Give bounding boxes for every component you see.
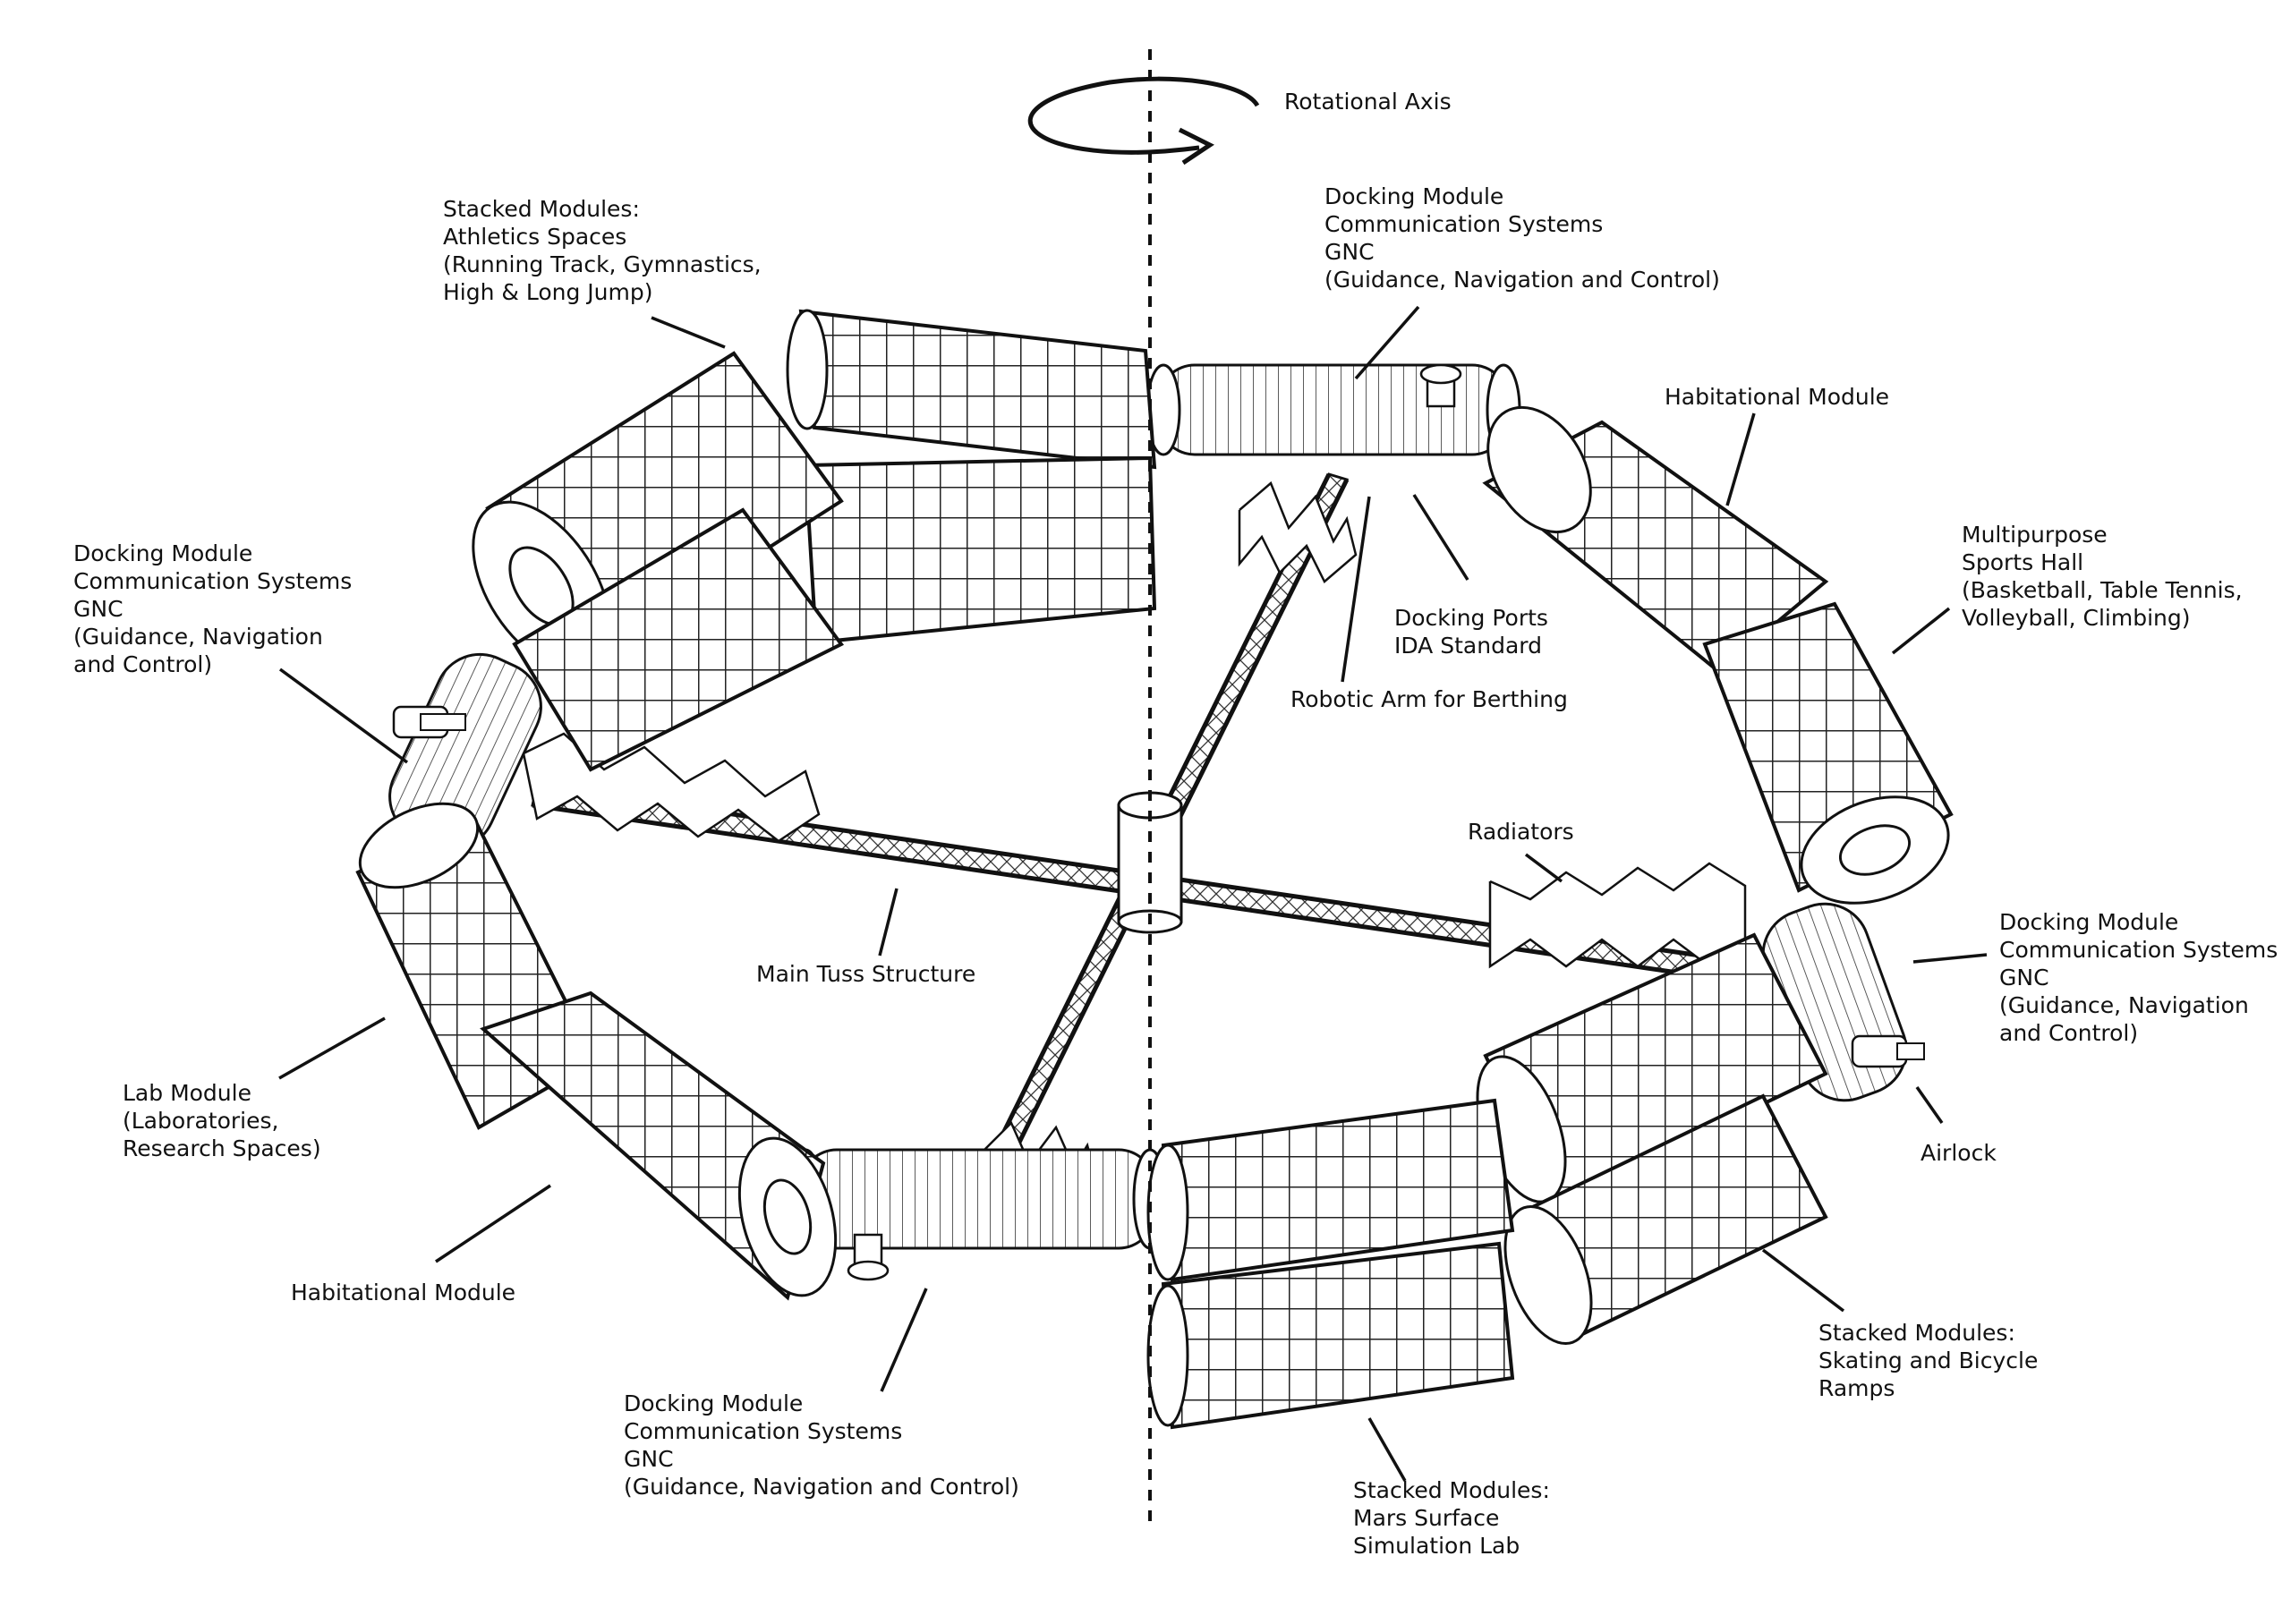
label-line: and Control): [1999, 1020, 2139, 1046]
module-athletics-upper-right: [786, 309, 1157, 470]
label-line: IDA Standard: [1394, 633, 1542, 659]
leader-mars-lab: [1367, 1417, 1407, 1482]
leader-docking-top: [1354, 305, 1420, 380]
label-line: (Guidance, Navigation and Control): [624, 1474, 1019, 1500]
radiator-top-left: [522, 732, 821, 843]
leader-main-truss: [878, 888, 899, 957]
label-line: Volleyball, Climbing): [1962, 605, 2191, 631]
module-habitational-left: [480, 991, 838, 1301]
label-line: GNC: [73, 596, 123, 622]
rotation-arrow-icon: [1027, 76, 1260, 166]
leader-athletics: [651, 316, 726, 349]
label-line: Lab Module: [123, 1080, 251, 1106]
label-line: Communication Systems: [1999, 937, 2278, 963]
label-line: Simulation Lab: [1353, 1533, 1520, 1559]
label-line: Docking Module: [1324, 183, 1504, 209]
label-line: Rotational Axis: [1284, 89, 1452, 115]
docking-module-bottom: [788, 1148, 1168, 1281]
module-mars-lab-lower: [1146, 1241, 1515, 1430]
label-line: Sports Hall: [1962, 549, 2084, 575]
label-main-truss: Main Tuss Structure: [756, 960, 975, 988]
module-athletics-lower-left: [512, 507, 845, 772]
label-line: High & Long Jump): [443, 279, 653, 305]
label-rotational-axis: Rotational Axis: [1284, 88, 1452, 115]
label-line: (Laboratories,: [123, 1108, 279, 1134]
label-line: Stacked Modules:: [1818, 1320, 2015, 1346]
label-line: Multipurpose: [1962, 522, 2108, 548]
label-line: GNC: [1324, 239, 1375, 265]
label-line: Athletics Spaces: [443, 224, 627, 250]
label-habitational-module-left: Habitational Module: [291, 1279, 515, 1306]
module-sports-hall: [1702, 601, 1954, 905]
label-line: Ramps: [1818, 1375, 1895, 1401]
label-line: GNC: [624, 1446, 674, 1472]
leader-skating: [1761, 1248, 1845, 1313]
leader-docking-left: [278, 667, 409, 764]
label-athletics-spaces: Stacked Modules:Athletics Spaces(Running…: [443, 195, 762, 306]
label-line: Airlock: [1921, 1140, 1997, 1166]
docking-module-top: [1146, 363, 1521, 456]
label-robotic-arm: Robotic Arm for Berthing: [1290, 685, 1568, 713]
label-line: Main Tuss Structure: [756, 961, 976, 987]
docking-module-left: [388, 652, 542, 851]
module-mars-lab-upper: [1146, 1098, 1515, 1282]
leader-habitational-left: [435, 1184, 551, 1263]
label-line: Stacked Modules:: [443, 196, 640, 222]
label-line: Communication Systems: [1324, 211, 1604, 237]
label-line: (Guidance, Navigation and Control): [1324, 267, 1720, 293]
label-radiators: Radiators: [1468, 818, 1574, 846]
label-line: Communication Systems: [73, 568, 353, 594]
leader-docking-bottom: [880, 1288, 928, 1392]
label-line: and Control): [73, 651, 213, 677]
label-line: Communication Systems: [624, 1418, 903, 1444]
leader-airlock: [1915, 1085, 1944, 1125]
radiator-top-right: [1238, 480, 1358, 583]
leader-sports-hall: [1891, 607, 1951, 655]
leader-docking-right: [1912, 953, 1988, 964]
label-line: (Guidance, Navigation: [73, 624, 323, 650]
label-line: Skating and Bicycle: [1818, 1348, 2039, 1373]
label-line: Stacked Modules:: [1353, 1477, 1550, 1503]
module-habitational-right: [1482, 405, 1829, 674]
label-airlock: Airlock: [1921, 1139, 1997, 1167]
label-line: Docking Module: [73, 540, 253, 566]
leader-habitational-right: [1725, 412, 1756, 506]
label-line: (Running Track, Gymnastics,: [443, 251, 762, 277]
label-line: Mars Surface: [1353, 1505, 1500, 1531]
label-line: GNC: [1999, 965, 2049, 991]
leader-lines: [278, 305, 1988, 1482]
label-line: Docking Module: [1999, 909, 2179, 935]
leader-docking-ports: [1412, 494, 1469, 581]
label-line: Research Spaces): [123, 1135, 321, 1161]
label-line: Habitational Module: [1665, 384, 1890, 410]
label-line: (Basketball, Table Tennis,: [1962, 577, 2243, 603]
label-line: Robotic Arm for Berthing: [1290, 686, 1568, 712]
leader-robotic-arm: [1341, 496, 1371, 683]
label-line: Radiators: [1468, 819, 1574, 845]
label-line: (Guidance, Navigation: [1999, 992, 2249, 1018]
module-skating-lower: [1503, 1093, 1828, 1346]
module-athletics-lower-right: [803, 455, 1157, 645]
module-athletics-upper-left: [472, 351, 844, 672]
label-line: Habitational Module: [291, 1280, 516, 1305]
leader-lab: [278, 1016, 386, 1080]
label-line: Docking Ports: [1394, 605, 1548, 631]
label-line: Docking Module: [624, 1390, 804, 1416]
label-habitational-module-right: Habitational Module: [1665, 383, 1889, 411]
leader-radiators: [1524, 853, 1563, 883]
label-lab-module: Lab Module(Laboratories,Research Spaces): [123, 1079, 321, 1162]
